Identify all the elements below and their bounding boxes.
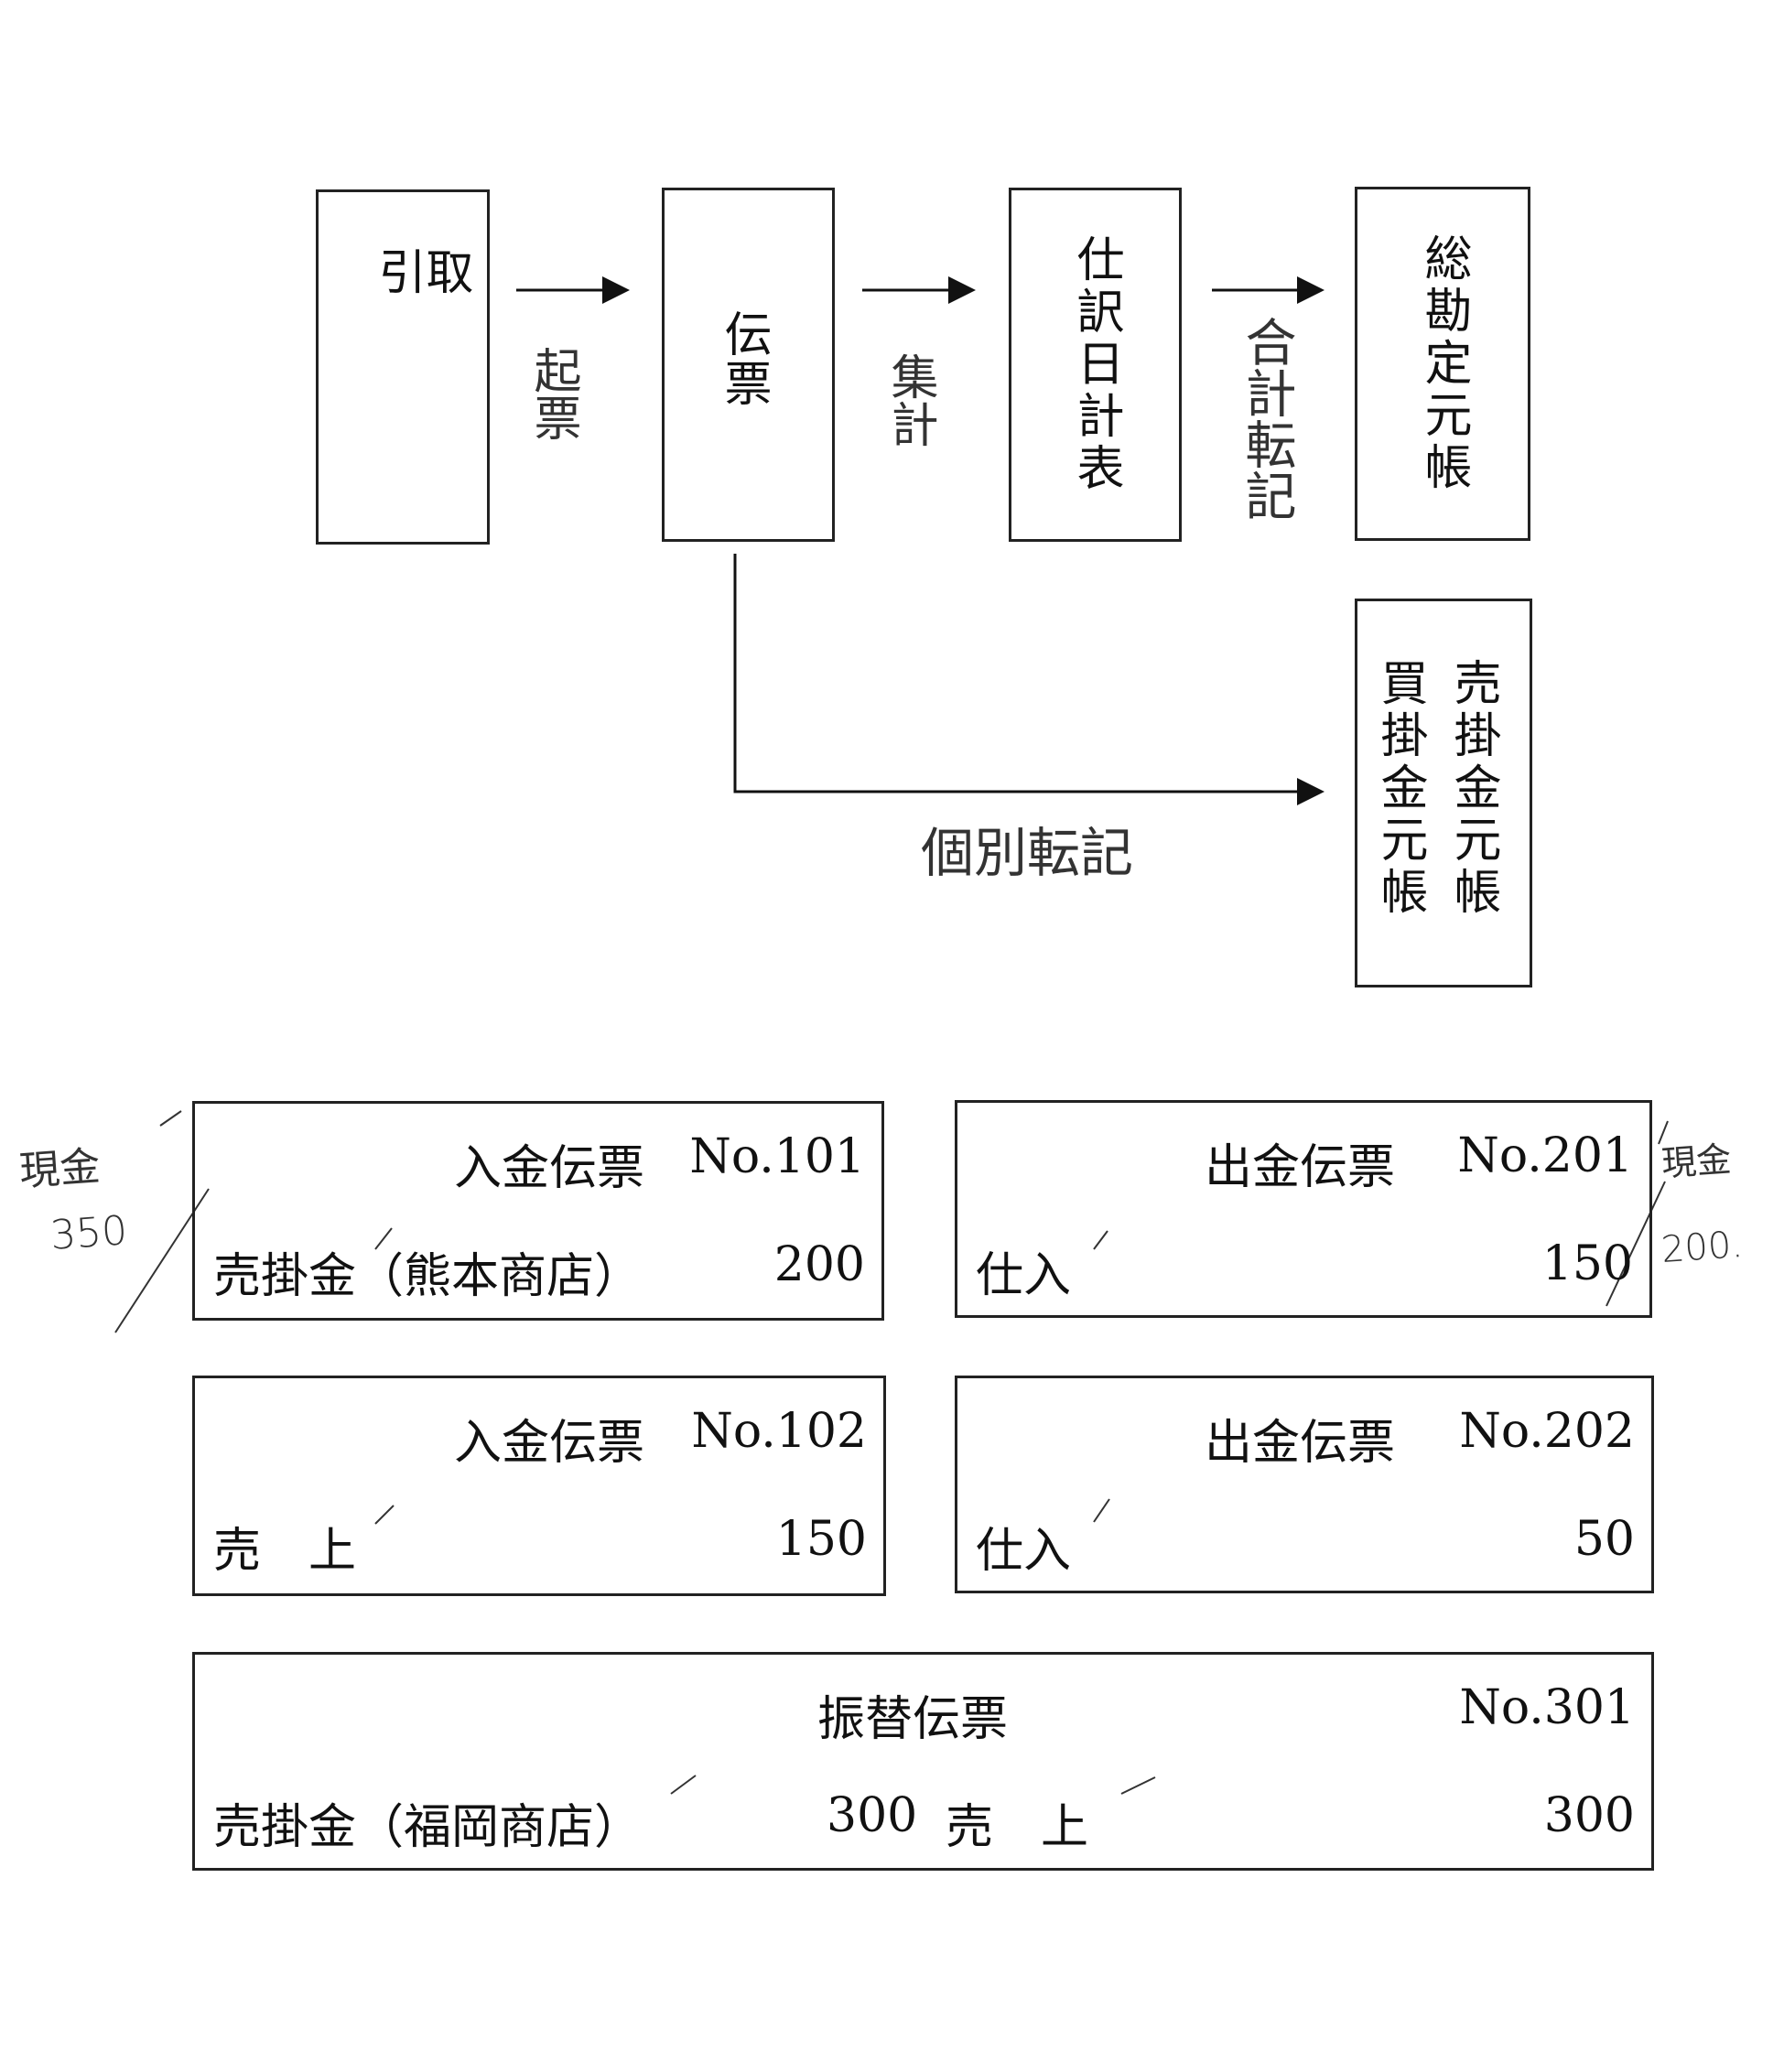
box-subsidiary-ledgers: 売掛金元帳 買掛金元帳 [1355,599,1532,987]
label-torihiki: 取引 [370,247,472,395]
voucher-title: 出金伝票 [1205,1416,1396,1471]
voucher-shukkin-201: 出金伝票 No.201 仕入 150 [955,1100,1652,1318]
note-left-cash-amount: 350 [49,1207,129,1259]
voucher-furikae-301: 振替伝票 No.301 売掛金（福岡商店） 300 売 上 300 [192,1652,1654,1871]
box-torihiki: 取引 [316,189,490,545]
voucher-title: 入金伝票 [454,1416,645,1471]
voucher-number: No.201 [1457,1128,1633,1183]
voucher-title: 出金伝票 [1205,1140,1396,1195]
note-kobetsu-tenki: 個別転記 [921,822,1134,884]
note-shukei: 集計 [882,352,937,448]
voucher-debit-amount: 300 [827,1788,918,1843]
voucher-credit-amount: 300 [1543,1788,1635,1843]
voucher-number: No.202 [1459,1404,1635,1459]
voucher-amount: 150 [1541,1236,1633,1291]
voucher-account: 仕入 [976,1524,1072,1579]
voucher-amount: 150 [775,1512,867,1567]
box-sokanjo-motocho: 総勘定元帳 [1355,187,1530,541]
label-sokanjo: 総勘定元帳 [1416,233,1471,494]
box-denpyo: 伝票 [662,188,835,542]
voucher-nyukin-101: 入金伝票 No.101 売掛金（熊本商店） 200 [192,1101,884,1321]
voucher-account: 仕入 [976,1248,1072,1303]
voucher-shukkin-202: 出金伝票 No.202 仕入 50 [955,1376,1654,1593]
label-urikake-ledger: 売掛金元帳 [1445,658,1500,919]
voucher-title: 振替伝票 [817,1692,1009,1747]
voucher-number: No.101 [689,1129,865,1184]
arrow-kobetsu-tenki [733,554,1324,805]
box-shiwake-nikkeihyo: 仕訳日計表 [1009,188,1182,542]
note-right-cash-amount: 200. [1660,1223,1745,1272]
note-right-cash-label: 現金 [1660,1139,1733,1184]
voucher-amount: 200 [773,1237,865,1292]
voucher-number: No.102 [691,1404,867,1459]
voucher-account: 売 上 [213,1524,357,1579]
label-kaikake-ledger: 買掛金元帳 [1372,658,1427,919]
voucher-amount: 50 [1573,1512,1635,1567]
voucher-number: No.301 [1459,1680,1635,1735]
voucher-nyukin-102: 入金伝票 No.102 売 上 150 [192,1376,886,1596]
note-kihyo: 起票 [525,346,580,441]
voucher-account: 売掛金（熊本商店） [213,1249,643,1304]
voucher-title: 入金伝票 [454,1141,645,1196]
note-left-cash-label: 現金 [17,1142,102,1195]
note-gokei-tenki: 合計転記 [1237,316,1296,521]
voucher-debit-account: 売掛金（福岡商店） [213,1800,643,1855]
voucher-credit-account: 売 上 [946,1800,1089,1855]
label-denpyo: 伝票 [716,309,771,408]
label-shiwake: 仕訳日計表 [1068,234,1123,495]
